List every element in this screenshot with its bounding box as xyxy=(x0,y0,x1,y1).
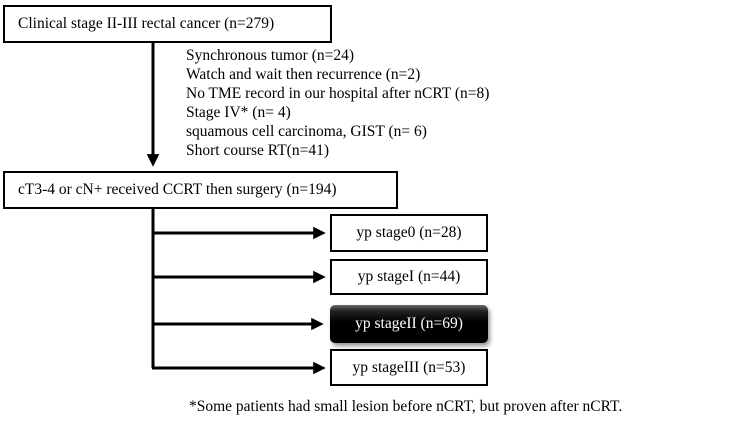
node-ccrt-surgery: cT3-4 or cN+ received CCRT then surgery … xyxy=(3,171,398,209)
exclusion-item: Watch and wait then recurrence (n=2) xyxy=(186,66,421,83)
exclusion-item: Stage IV* (n= 4) xyxy=(186,104,291,121)
footnote: *Some patients had small lesion before n… xyxy=(189,398,623,415)
node-clinical-stage: Clinical stage II-III rectal cancer (n=2… xyxy=(3,5,332,43)
exclusion-item: Short course RT(n=41) xyxy=(186,142,329,159)
exclusion-list: Synchronous tumor (n=24) Watch and wait … xyxy=(186,46,489,160)
node-yp-stage1-label: yp stageI (n=44) xyxy=(357,268,461,285)
exclusion-item: squamous cell carcinoma, GIST (n= 6) xyxy=(186,123,427,140)
node-yp-stage3-label: yp stageIII (n=53) xyxy=(352,358,466,376)
node-yp-stage2-label: yp stageII (n=69) xyxy=(355,315,463,332)
exclusion-item: No TME record in our hospital after nCRT… xyxy=(186,85,490,102)
node-clinical-stage-label: Clinical stage II-III rectal cancer (n=2… xyxy=(18,15,275,32)
node-yp-stage3: yp stageIII (n=53) xyxy=(330,349,488,386)
node-yp-stage1: yp stageI (n=44) xyxy=(330,259,488,295)
node-yp-stage0: yp stage0 (n=28) xyxy=(330,214,488,252)
exclusion-item: Synchronous tumor (n=24) xyxy=(186,47,355,64)
node-yp-stage2-highlighted: yp stageII (n=69) xyxy=(330,305,488,343)
node-yp-stage0-label: yp stage0 (n=28) xyxy=(356,224,462,241)
node-ccrt-surgery-label: cT3-4 or cN+ received CCRT then surgery … xyxy=(18,181,337,198)
